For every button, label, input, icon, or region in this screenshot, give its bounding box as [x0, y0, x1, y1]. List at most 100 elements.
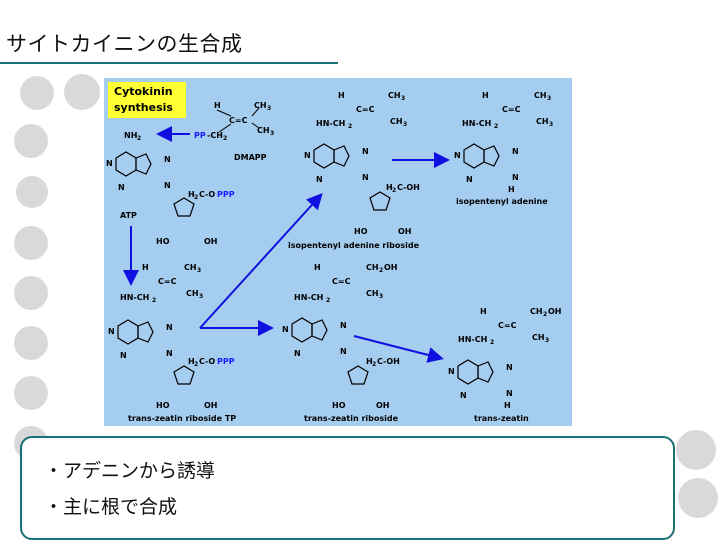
heading-line2: synthesis: [114, 101, 173, 114]
svg-text:3: 3: [267, 105, 271, 112]
svg-text:OH: OH: [204, 401, 218, 410]
svg-text:N: N: [362, 173, 369, 182]
svg-text:-CH: -CH: [207, 131, 223, 140]
svg-text:CH: CH: [257, 126, 270, 135]
svg-text:2: 2: [348, 123, 352, 130]
svg-text:C=C: C=C: [332, 277, 351, 286]
svg-text:H: H: [386, 183, 393, 192]
svg-text:N: N: [506, 363, 513, 372]
svg-text:N: N: [166, 349, 173, 358]
label-dmapp: DMAPP: [234, 153, 267, 162]
svg-text:2: 2: [543, 311, 547, 318]
svg-text:2: 2: [194, 361, 198, 368]
svg-text:H: H: [338, 91, 345, 100]
svg-text:2: 2: [490, 339, 494, 346]
svg-text:H: H: [504, 401, 511, 410]
svg-text:C-O: C-O: [199, 357, 215, 366]
deco-circle: [14, 276, 48, 310]
svg-text:3: 3: [545, 337, 549, 344]
heading-line1: Cytokinin: [114, 85, 173, 98]
label-atp: ATP: [120, 211, 137, 220]
svg-text:CH: CH: [536, 117, 549, 126]
svg-text:NH: NH: [124, 131, 137, 140]
deco-circle: [678, 478, 718, 518]
svg-text:N: N: [108, 327, 115, 336]
svg-text:2: 2: [326, 297, 330, 304]
svg-text:CH: CH: [534, 91, 547, 100]
svg-text:N: N: [512, 147, 519, 156]
arrow-to-ipr: [199, 193, 323, 329]
label-tzrtp: trans-zeatin riboside TP: [128, 414, 236, 423]
svg-text:OH: OH: [204, 237, 218, 246]
svg-text:H: H: [188, 357, 195, 366]
svg-text:C=C: C=C: [498, 321, 517, 330]
svg-text:2: 2: [223, 135, 227, 142]
svg-text:N: N: [316, 175, 323, 184]
svg-text:N: N: [506, 389, 513, 398]
summary-box: ・アデニンから誘導 ・主に根で合成: [20, 436, 675, 540]
svg-text:N: N: [460, 391, 467, 400]
svg-text:OH: OH: [398, 227, 412, 236]
label-ipr: isopentenyl adenine riboside: [288, 241, 420, 250]
svg-text:2: 2: [137, 135, 141, 142]
svg-text:HO: HO: [332, 401, 346, 410]
svg-text:CH: CH: [254, 101, 267, 110]
svg-text:H: H: [142, 263, 149, 272]
svg-text:HO: HO: [156, 237, 170, 246]
svg-text:HN-CH: HN-CH: [316, 119, 345, 128]
deco-circle: [676, 430, 716, 470]
svg-text:N: N: [282, 325, 289, 334]
svg-text:CH: CH: [366, 289, 379, 298]
svg-text:H: H: [188, 190, 195, 199]
svg-text:CH: CH: [530, 307, 543, 316]
svg-text:CH: CH: [388, 91, 401, 100]
svg-text:N: N: [512, 173, 519, 182]
svg-text:H: H: [508, 185, 515, 194]
svg-text:2: 2: [194, 194, 198, 201]
svg-text:CH: CH: [532, 333, 545, 342]
svg-text:N: N: [362, 147, 369, 156]
svg-text:3: 3: [197, 267, 201, 274]
svg-text:N: N: [454, 151, 461, 160]
svg-text:N: N: [118, 183, 125, 192]
svg-text:3: 3: [270, 130, 274, 137]
svg-text:3: 3: [379, 293, 383, 300]
svg-text:2: 2: [494, 123, 498, 130]
slide-title: サイトカイニンの生合成: [6, 32, 243, 56]
deco-circle: [14, 376, 48, 410]
svg-text:N: N: [166, 323, 173, 332]
svg-text:HO: HO: [354, 227, 368, 236]
svg-text:N: N: [164, 181, 171, 190]
arrow-to-tz: [353, 335, 444, 363]
svg-text:2: 2: [152, 297, 156, 304]
svg-text:H: H: [482, 91, 489, 100]
svg-text:PPP: PPP: [217, 357, 235, 366]
bullet-origin: ・アデニンから誘導: [44, 460, 216, 482]
svg-text:N: N: [466, 175, 473, 184]
deco-circle: [14, 226, 48, 260]
deco-circle: [64, 74, 100, 110]
svg-text:CH: CH: [184, 263, 197, 272]
svg-text:C=C: C=C: [229, 116, 248, 125]
svg-text:H: H: [214, 101, 221, 110]
svg-text:CH: CH: [366, 263, 379, 272]
label-ip: isopentenyl adenine: [456, 197, 548, 206]
heading-box: [108, 82, 186, 118]
svg-text:H: H: [480, 307, 487, 316]
svg-text:CH: CH: [186, 289, 199, 298]
svg-text:OH: OH: [384, 263, 398, 272]
svg-text:H: H: [366, 357, 373, 366]
deco-circle: [14, 124, 48, 158]
svg-text:N: N: [106, 159, 113, 168]
svg-text:HO: HO: [156, 401, 170, 410]
svg-text:HN-CH: HN-CH: [458, 335, 487, 344]
svg-text:3: 3: [199, 293, 203, 300]
bullet-site: ・主に根で合成: [44, 496, 178, 518]
svg-text:H: H: [314, 263, 321, 272]
svg-text:N: N: [164, 155, 171, 164]
